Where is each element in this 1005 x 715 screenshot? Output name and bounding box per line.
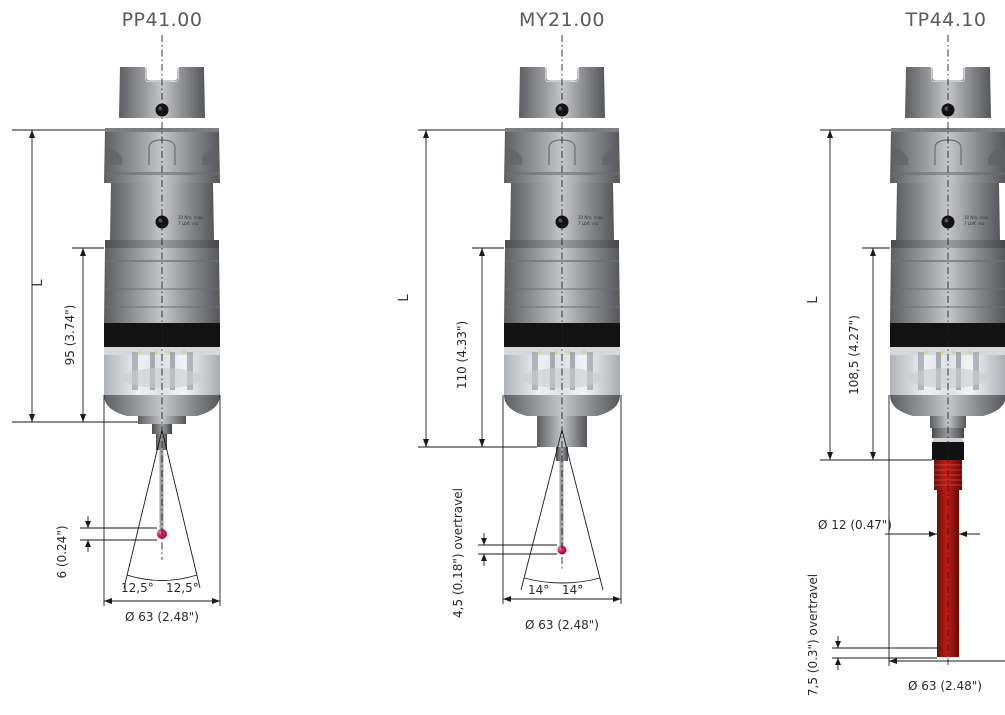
probe-2-engraving-2: 7 Lbft. ma: [578, 221, 599, 226]
probe-2-stylus: [559, 461, 564, 547]
probe-3-height-label: 108,5 (4.27"): [847, 315, 861, 395]
probe-3-length-label: L: [806, 296, 821, 304]
probe-2-engraving-1: 10 Nm. max.: [578, 215, 604, 220]
probe-3-stylus-diameter-label: Ø 12 (0.47"): [818, 518, 892, 532]
probe-3-diameter-label: Ø 63 (2.48"): [908, 679, 982, 693]
probe-1-title: PP41.00: [122, 9, 203, 31]
probe-2-height-label: 110 (4.33"): [455, 321, 469, 389]
probe-3-engraving-2: 7 Lbft. ma: [964, 221, 985, 226]
probe-1-stylus: [159, 450, 164, 530]
probe-1-stylus-holder: [156, 434, 167, 450]
probe-2-angle-left: 14°: [528, 583, 549, 597]
probe-1-engraving-1: 10 Nm. max.: [178, 215, 204, 220]
probe-1-adapter: [138, 416, 186, 424]
probe-2-length-label: L: [397, 294, 412, 302]
probe-1-angle-left: 12,5°: [121, 581, 154, 595]
probe-3-title: TP44.10: [905, 9, 987, 31]
probe-1-diameter-label: Ø 63 (2.48"): [125, 610, 199, 624]
probe-2-title: MY21.00: [519, 9, 605, 31]
probe-3-engraving-1: 10 Nm. max.: [964, 215, 990, 220]
probe-2-dimensions: L 110 (4.33") 4,5 (0.18") overtravel 14°…: [397, 35, 622, 632]
probe-3-drawing: 10 Nm. max. 7 Lbft. ma: [889, 66, 1005, 657]
probe-2-diameter-label: Ø 63 (2.48"): [525, 618, 599, 632]
probe-1-dimensions: L 95 (3.74") 6 (0.24") 12,5° 12,5° Ø 63 …: [12, 35, 221, 624]
probe-1-angle-right: 12,5°: [166, 581, 199, 595]
probe-3-dimensions: L 108,5 (4.27") Ø 12 (0.47") 7,5 (0.3") …: [806, 35, 1005, 696]
probe-2-angle-right: 14°: [562, 583, 583, 597]
probe-1-height-label: 95 (3.74"): [63, 305, 77, 366]
probe-2-travel-label: 4,5 (0.18") overtravel: [451, 488, 465, 618]
probe-1-length-label: L: [31, 279, 46, 287]
probe-3-travel-label: 7,5 (0.3") overtravel: [806, 574, 820, 696]
probe-2-ruby-ball-icon: [557, 545, 567, 555]
probe-1-travel-label: 6 (0.24"): [55, 525, 69, 578]
probe-1-engraving-2: 7 Lbft. ma: [178, 221, 199, 226]
